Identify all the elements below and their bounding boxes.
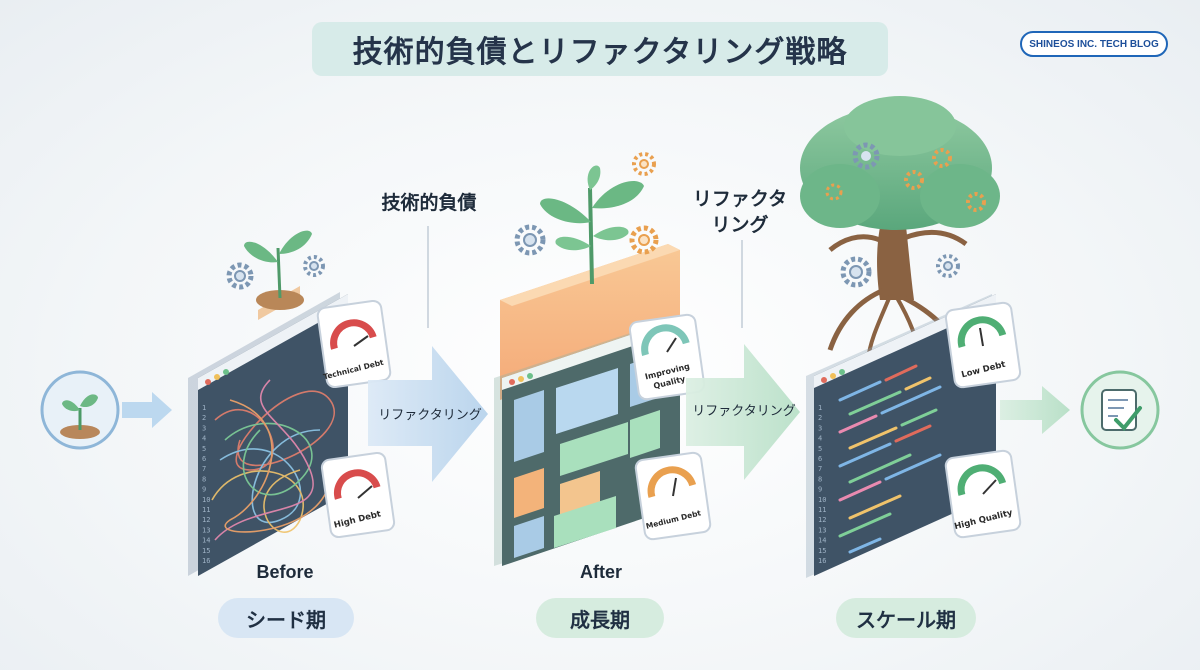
gear-icon [226,255,325,290]
small-plant-icon [244,230,312,320]
seed-icon [40,370,120,450]
gear-icon [514,152,659,256]
before-line-number: 12 [202,516,210,524]
before-line-number: 8 [202,475,206,483]
scale-line-number: 5 [818,445,822,453]
scale-line-number: 8 [818,475,822,483]
arrow2-label: リファクタリング [692,404,796,419]
tree-icon [800,96,1000,361]
scale-line-number: 13 [818,526,826,534]
refactoring-top-label: リファクタ リング [690,186,790,238]
growing-plant-icon [540,165,644,285]
arrow-scale-to-done [1000,386,1070,434]
scale-line-number: 15 [818,547,826,555]
before-caption: Before [256,562,314,582]
low-debt-gauge: Low Debt [944,301,1022,389]
scale-line-number: 9 [818,486,822,494]
blog-badge[interactable]: SHINEOS INC. TECH BLOG [1020,31,1168,57]
before-line-number: 14 [202,537,210,545]
scale-line-number: 12 [818,516,826,524]
improving-quality-gauge: Improving Quality [628,313,706,401]
scale-line-number: 11 [818,506,826,514]
before-line-number: 9 [202,486,206,494]
scale-line-number: 2 [818,414,822,422]
scale-line-number: 7 [818,465,822,473]
checklist-icon [1080,370,1160,450]
after-caption: After [579,562,622,582]
scale-line-number: 14 [818,537,826,545]
before-line-number: 3 [202,424,206,432]
before-line-number: 2 [202,414,206,422]
technical-debt-gauge: Technical Debt [316,299,392,389]
scale-line-number: 6 [818,455,822,463]
before-line-number: 11 [202,506,210,514]
scale-line-number: 4 [818,435,822,443]
scale-line-number: 1 [818,404,822,412]
arrow-seed-to-before [122,392,172,428]
refactoring-arrow-1 [368,346,488,482]
arrow1-label: リファクタリング [378,408,482,423]
before-line-number: 1 [202,404,206,412]
before-line-number: 13 [202,526,210,534]
refactoring-top-line1: リファクタ [692,188,788,210]
before-line-number: 16 [202,557,210,565]
before-line-number: 5 [202,445,206,453]
before-code-window [188,292,348,576]
before-line-number: 7 [202,465,206,473]
tech-debt-top-label: 技術的負債 [381,192,477,214]
before-line-number: 15 [202,547,210,555]
seed-stage-pill: シード期 [218,598,354,638]
growth-stage-pill: 成長期 [536,598,664,638]
high-debt-gauge: High Debt [320,451,396,539]
before-line-number: 4 [202,435,206,443]
scale-stage-pill: スケール期 [836,598,976,638]
before-line-number: 6 [202,455,206,463]
scale-line-number: 16 [818,557,826,565]
before-line-number: 10 [202,496,210,504]
gear-icon [840,254,960,288]
refactoring-top-line2: リング [711,214,769,236]
high-quality-gauge: High Quality [944,449,1022,539]
scale-line-number: 3 [818,424,822,432]
page-title: 技術的負債とリファクタリング戦略 [312,22,888,76]
scale-line-number: 10 [818,496,826,504]
medium-debt-gauge: Medium Debt [634,451,712,541]
refactoring-arrow-2 [686,344,800,480]
